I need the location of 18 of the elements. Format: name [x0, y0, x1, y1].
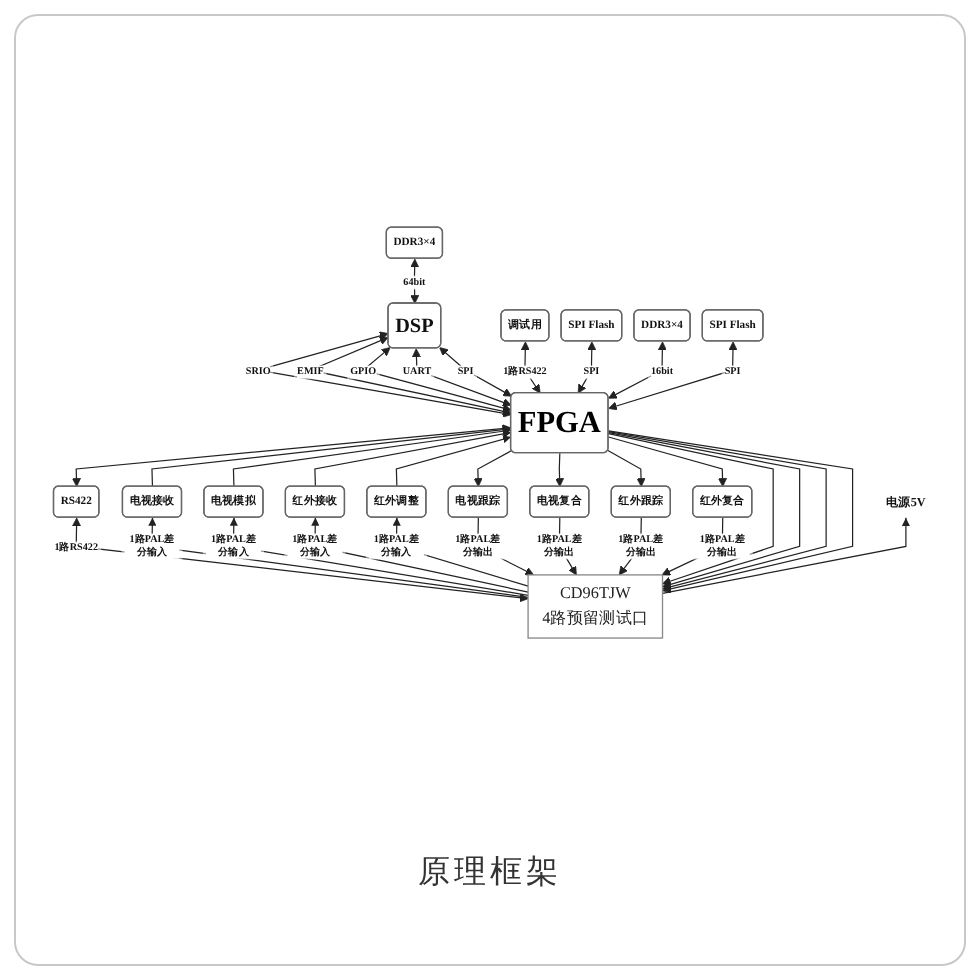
arrow: [229, 517, 529, 596]
arrow: [607, 433, 774, 586]
arrow: [311, 517, 529, 593]
arrow: [232, 427, 512, 488]
arrow: [555, 452, 565, 487]
arrow: [439, 347, 512, 397]
arrow: [72, 424, 512, 487]
arrow: [473, 449, 513, 487]
arrow: [395, 435, 512, 488]
arrow: [392, 517, 529, 587]
arrow: [151, 425, 512, 488]
arrow: [607, 436, 727, 487]
arrow: [412, 348, 512, 407]
arrow: [314, 429, 512, 488]
node-box: CD96TJW 4路预留测试口: [527, 574, 664, 639]
caption: 原理框架: [418, 852, 562, 894]
arrow: [148, 517, 529, 598]
arrow: [607, 449, 646, 487]
